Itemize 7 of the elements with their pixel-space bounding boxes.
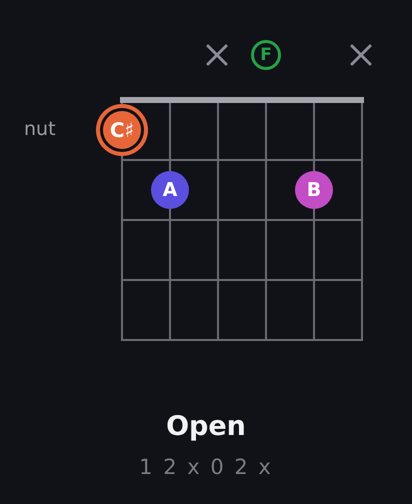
note-dot: B <box>295 171 333 209</box>
note-dot: C♯ <box>96 104 148 156</box>
note-dot: A <box>151 171 189 209</box>
nut-label: nut <box>24 118 56 140</box>
chord-title: Open <box>166 411 246 442</box>
open-string-ring: F <box>251 40 281 70</box>
fingering-text: 1 2 x 0 2 x <box>139 455 273 479</box>
